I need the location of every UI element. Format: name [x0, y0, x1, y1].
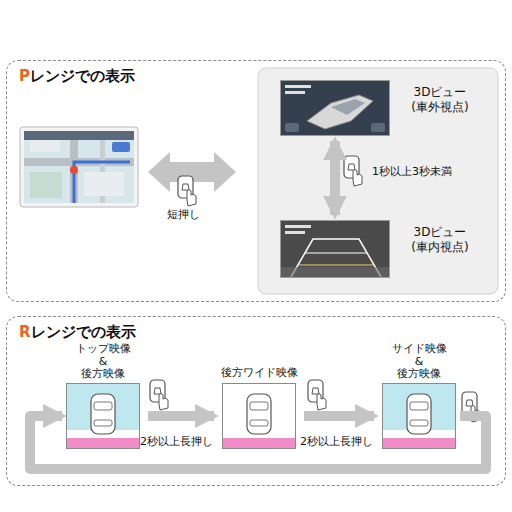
navigation-screen [74, 162, 130, 203]
camera-view: 後方ワイド映像 [222, 383, 296, 449]
edge-label: 2秒以上長押し [300, 434, 373, 449]
switch-button-icon [159, 394, 168, 411]
navigation-screen [112, 142, 130, 152]
view-image [281, 221, 389, 277]
view-image [307, 95, 373, 129]
view-image [285, 225, 311, 228]
view-image [410, 402, 428, 410]
view-image [285, 123, 299, 132]
view-label: 後方ワイド映像 [221, 365, 298, 380]
view-image [67, 384, 139, 448]
navigation-screen [24, 131, 134, 203]
panel-heading: Pレンジでの表示 [19, 67, 135, 86]
navigation-screen [20, 127, 138, 207]
range-panel: Rレンジでの表示トップ映像 & 後方映像後方ワイド映像サイド映像 & 後方映像 [6, 316, 506, 486]
screen-view: 3Dビュー (車内視点) [280, 220, 390, 278]
view-image [410, 420, 428, 426]
switch-button-icon [154, 388, 161, 394]
switch-button-icon [308, 380, 326, 410]
transition-arrow [304, 411, 374, 421]
view-image [94, 402, 112, 410]
edge-label: 1秒以上3秒未満 [372, 164, 452, 179]
button-box [258, 68, 498, 294]
navigation-screen [84, 172, 124, 196]
switch-button-icon [187, 190, 196, 207]
switch-button-icon [317, 394, 326, 411]
view-image [407, 394, 431, 434]
transition-arrow [148, 411, 214, 421]
view-image [247, 394, 271, 434]
switch-button-icon [312, 388, 319, 394]
view-image [281, 221, 389, 277]
view-image [281, 267, 389, 277]
view-label: トップ映像 & 後方映像 [70, 343, 136, 381]
operation-label: 短押し [167, 207, 200, 222]
switch-button-icon [353, 170, 362, 187]
view-image [383, 438, 455, 448]
view-label: 3Dビュー (車外視点) [401, 85, 479, 115]
view-image [281, 81, 389, 135]
view-image [223, 384, 295, 448]
view-image [223, 438, 295, 448]
range-panel: Pレンジでの表示 3Dビュー (車外視点) 3Dビュー (車内視点) [6, 60, 506, 302]
navigation-screen [30, 172, 62, 198]
view-image [67, 384, 139, 448]
switch-button-icon [178, 176, 196, 206]
navigation-screen [20, 127, 138, 207]
view-image [285, 91, 305, 94]
view-image [305, 252, 367, 253]
view-label: サイド映像 & 後方映像 [386, 343, 452, 381]
screen-view: 3Dビュー (車外視点) [280, 80, 390, 136]
camera-view: トップ映像 & 後方映像 [66, 383, 140, 449]
switch-button-icon [466, 400, 473, 406]
view-image [281, 81, 389, 135]
view-image [250, 420, 268, 426]
navigation-screen [70, 166, 78, 174]
switch-button-icon [348, 164, 355, 170]
view-label: 3Dビュー (車内視点) [401, 225, 479, 255]
view-image [250, 402, 268, 410]
camera-view: サイド映像 & 後方映像 [382, 383, 456, 449]
view-image [299, 264, 373, 265]
switch-button-icon [182, 184, 189, 190]
transition-arrow [330, 141, 340, 215]
panel-heading: Rレンジでの表示 [19, 323, 136, 342]
view-image [285, 85, 311, 88]
switch-button-icon [344, 156, 362, 186]
view-image [94, 420, 112, 426]
view-image [371, 123, 385, 132]
navigation-screen [24, 131, 134, 140]
switch-button-icon [150, 380, 168, 410]
view-image [383, 384, 455, 448]
view-image [67, 438, 139, 448]
view-image [91, 394, 115, 434]
edge-label: 2秒以上長押し [140, 434, 213, 449]
view-image [285, 231, 305, 234]
view-image [331, 99, 365, 115]
view-image [223, 384, 295, 448]
view-image [383, 384, 455, 448]
